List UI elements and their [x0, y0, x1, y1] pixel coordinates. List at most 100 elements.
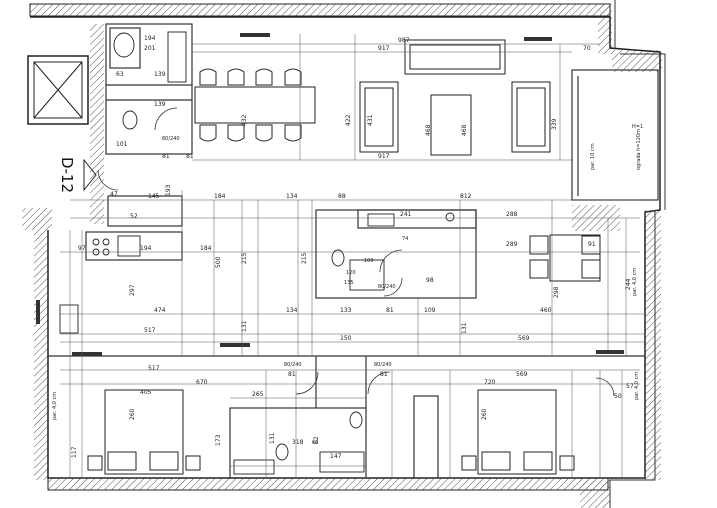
dim-133: 133 — [340, 307, 352, 314]
dim-top-987: 987 — [398, 37, 410, 44]
dim-109: 109 — [424, 307, 436, 314]
dim-670: 670 — [196, 379, 208, 386]
bed-right — [461, 389, 575, 475]
dim-474: 474 — [154, 307, 166, 314]
dim-297: 297 — [129, 284, 136, 296]
dim-81d: 81 — [288, 371, 296, 378]
dim-top-917: 917 — [378, 45, 390, 52]
note-par-40cm-a: par. 4,0 cm — [632, 268, 638, 296]
dim-184b: 184 — [200, 245, 212, 252]
dim-62: 62 — [312, 440, 318, 446]
note-mark: H=1 — [632, 124, 643, 130]
dim-mid-917: 917 — [378, 153, 390, 160]
dim-150: 150 — [340, 335, 352, 342]
dim-468b: 468 — [461, 124, 468, 136]
dim-117: 117 — [71, 446, 78, 458]
dim-131c: 131 — [269, 432, 276, 444]
dim-52: 52 — [130, 213, 138, 220]
dim-100: 100 — [364, 258, 374, 264]
dim-193: 193 — [165, 184, 172, 196]
dim-table-432: 432 — [241, 114, 248, 126]
dim-134a: 134 — [286, 193, 298, 200]
dim-91: 91 — [588, 241, 596, 248]
dim-244: 244 — [625, 278, 632, 290]
dim-139b: 139 — [154, 101, 166, 108]
radiators — [36, 33, 624, 356]
dim-468a: 468 — [425, 124, 432, 136]
door-label-d: 80/240 — [374, 362, 392, 368]
dim-569a: 569 — [518, 335, 530, 342]
note-par-40cm-c: par. 4,0 cm — [634, 372, 640, 400]
dim-top-70: 70 — [583, 45, 591, 52]
dim-50: 50 — [614, 393, 622, 400]
dim-120: 120 — [346, 270, 356, 276]
door-label-a: 80/240 — [162, 136, 180, 142]
dim-52b: 52 — [313, 436, 320, 444]
dim-145: 145 — [148, 193, 160, 200]
entrance-arrow — [83, 158, 97, 192]
dim-81e: 81 — [380, 371, 388, 378]
annotations: par. 10 cm par. 4,0 cm par. 4,0 cm par. … — [52, 124, 643, 420]
dim-131a: 131 — [241, 320, 248, 332]
dim-47: 47 — [110, 191, 118, 198]
interior-walls — [48, 23, 659, 479]
dim-298: 298 — [553, 286, 560, 298]
dim-260a: 260 — [129, 408, 136, 420]
dim-101: 101 — [116, 141, 128, 148]
dim-98: 98 — [426, 277, 434, 284]
dim-260b: 260 — [481, 408, 488, 420]
dim-135: 135 — [344, 280, 354, 286]
dim-81a: 81 — [162, 153, 170, 160]
dim-405: 405 — [140, 389, 152, 396]
dim-147: 147 — [330, 453, 342, 460]
dim-517a: 517 — [144, 327, 156, 334]
dim-265: 265 — [252, 391, 264, 398]
dining-table — [194, 68, 316, 142]
note-opasa: ograda h=120m — [636, 129, 642, 170]
dim-460: 460 — [540, 307, 552, 314]
dim-500: 500 — [215, 256, 222, 268]
dim-88: 88 — [338, 193, 346, 200]
elevator-shaft — [27, 55, 89, 125]
dim-201: 201 — [144, 45, 156, 52]
dim-74: 74 — [402, 236, 408, 242]
note-par-40cm-b: par. 4,0 cm — [52, 392, 58, 420]
dim-97: 97 — [78, 245, 86, 252]
door-label-c: 80/240 — [284, 362, 302, 368]
dimension-lines — [60, 34, 645, 478]
kitchen-counter — [59, 235, 141, 334]
dim-289: 289 — [506, 241, 518, 248]
dim-431: 431 — [367, 114, 374, 126]
dim-right-339: 339 — [551, 118, 558, 130]
dim-318: 318 — [292, 439, 304, 446]
dim-517b: 517 — [148, 365, 160, 372]
dim-173: 173 — [215, 434, 222, 446]
door-label-b: 80/240 — [378, 284, 396, 290]
dim-81b: 81 — [186, 153, 194, 160]
dim-241: 241 — [400, 211, 412, 218]
dim-184a: 184 — [214, 193, 226, 200]
dim-194b: 194 — [140, 245, 152, 252]
dim-63: 63 — [116, 71, 124, 78]
dim-288: 288 — [506, 211, 518, 218]
dim-569b: 569 — [516, 371, 528, 378]
sofa-set — [359, 39, 551, 156]
bed-left — [87, 389, 201, 475]
note-par-10cm: par. 10 cm — [590, 143, 596, 170]
dim-131b: 131 — [461, 322, 468, 334]
small-table — [529, 234, 601, 282]
dim-215b: 215 — [301, 252, 308, 264]
dim-57: 57 — [626, 383, 634, 390]
bathroom-fixtures — [113, 31, 455, 475]
dim-134b: 134 — [286, 307, 298, 314]
dim-720: 720 — [484, 379, 496, 386]
dimension-labels: 987 917 70 917 339 432 422 431 468 468 1… — [71, 35, 634, 460]
dim-812: 812 — [460, 193, 472, 200]
door-swings — [97, 107, 615, 397]
dim-139a: 139 — [154, 71, 166, 78]
dim-81c: 81 — [386, 307, 394, 314]
dim-422: 422 — [345, 114, 352, 126]
apartment-label: D-12 — [58, 157, 76, 193]
dim-194: 194 — [144, 35, 156, 42]
